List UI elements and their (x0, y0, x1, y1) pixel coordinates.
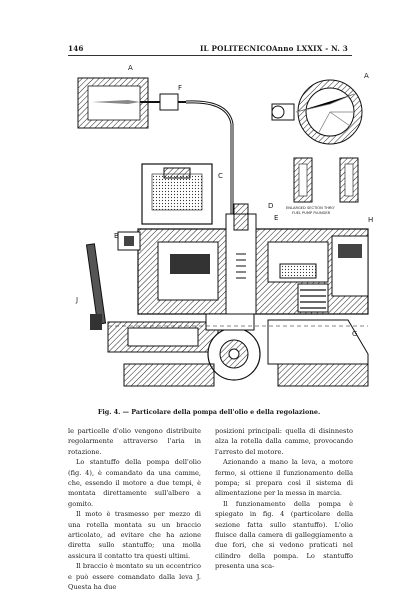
label-a-left: A (128, 64, 133, 72)
journal-title: IL POLITECNICO (200, 44, 273, 53)
paragraph: le particelle d'olio vengono distribuite… (68, 427, 201, 456)
issue-label: Anno LXXIX - N. 3 (272, 44, 348, 53)
paragraph: Azionando a mano la leva, a motore fermo… (215, 458, 353, 498)
knob-b (117, 231, 141, 251)
plunger-note-line2: FUEL PUMP PLUNGER (292, 211, 331, 215)
cam-mechanism (107, 313, 369, 387)
left-column: le particelle d'olio vengono distribuite… (68, 426, 201, 593)
paragraph: posizioni principali: quella di disinnes… (215, 427, 353, 456)
label-a-right: A (364, 72, 369, 80)
paragraph: Lo stantuffo della pompa dell'olio (fig.… (68, 458, 201, 508)
pump-body (137, 163, 369, 315)
cylinder-a-left (77, 77, 188, 129)
paragraph: Il braccio è montato su un eccentrico e … (68, 562, 201, 592)
header-rule (68, 55, 352, 56)
plunger-sections (293, 157, 359, 203)
label-h: H (368, 216, 374, 224)
cylinder-a-right (271, 79, 363, 145)
label-c: C (218, 172, 223, 180)
right-column: posizioni principali: quella di disinnes… (215, 426, 353, 572)
lever-j (85, 243, 107, 330)
paragraph: Il moto è trasmesso per mezzo di una rot… (68, 510, 201, 560)
plunger-note-line1: ENLARGED SECTION THRO' (286, 206, 336, 210)
label-f: F (178, 84, 183, 92)
label-j: J (76, 296, 79, 304)
label-g: G (352, 330, 358, 338)
label-d: D (268, 202, 274, 210)
label-e: E (274, 214, 279, 222)
figure-caption: Fig. 4. — Particolare della pompa dell'o… (97, 408, 321, 416)
paragraph: Il funzionamento della pompa è spiegato … (215, 499, 353, 571)
label-b: B (114, 232, 119, 240)
page-number: 146 (68, 44, 84, 53)
engineering-figure: A A F C D E B H J G ENLARGED SECTION THR… (68, 64, 380, 394)
pump-section-drawing (77, 77, 369, 387)
running-header: 146 IL POLITECNICO Anno LXXIX - N. 3 (68, 44, 348, 54)
